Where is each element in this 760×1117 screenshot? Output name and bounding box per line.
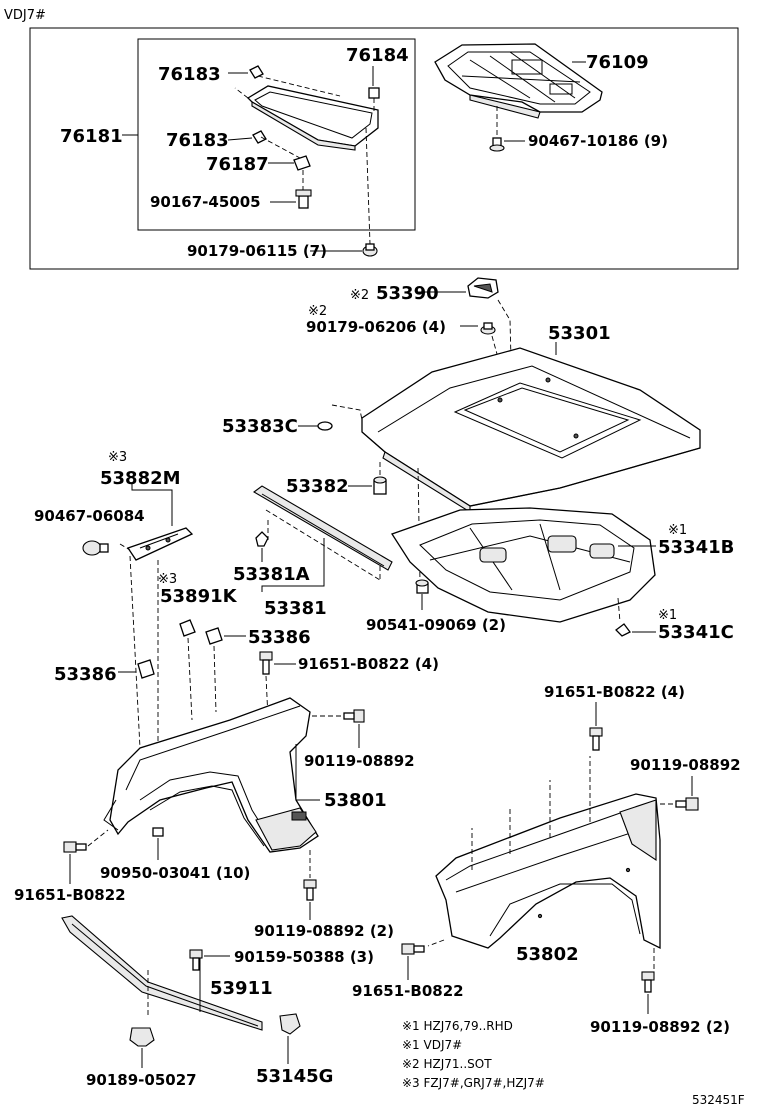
label-90119-08892-left: 90119-08892 bbox=[304, 752, 415, 770]
label-90467-10186: 90467-10186 (9) bbox=[528, 132, 668, 150]
clip-90159-50388-shape bbox=[189, 949, 203, 971]
label-53891k: 53891K bbox=[160, 586, 238, 607]
label-76183-bottom: 76183 bbox=[166, 130, 229, 151]
label-76181: 76181 bbox=[60, 126, 123, 147]
hood-bracket-53390-shape bbox=[467, 277, 499, 299]
clip-90179-06206-shape bbox=[480, 322, 496, 335]
mark-53341b: ※1 bbox=[668, 523, 687, 538]
clip-90950-03041-shape bbox=[152, 827, 164, 837]
label-53390: 53390 bbox=[376, 283, 439, 304]
label-90167-45005: 90167-45005 bbox=[150, 193, 261, 211]
label-90950-03041: 90950-03041 (10) bbox=[100, 864, 250, 882]
label-90467-06084: 90467-06084 bbox=[34, 507, 145, 525]
mark-53341c: ※1 bbox=[658, 608, 677, 623]
label-76183-top: 76183 bbox=[158, 64, 221, 85]
label-53341c: 53341C bbox=[658, 622, 734, 643]
bolt-90119-08892-right-shape bbox=[675, 797, 699, 811]
clip-76184-shape bbox=[368, 87, 380, 99]
label-90119-08892-2-right: 90119-08892 (2) bbox=[590, 1018, 730, 1036]
label-53802: 53802 bbox=[516, 944, 579, 965]
insulator-panel-shape bbox=[246, 85, 379, 151]
label-91651-b0822-4-right: 91651-B0822 (4) bbox=[544, 683, 685, 701]
note-4: ※3 FZJ7#,GRJ7#,HZJ7# bbox=[402, 1076, 545, 1090]
label-53145g: 53145G bbox=[256, 1066, 333, 1087]
note-1: ※1 HZJ76,79..RHD bbox=[402, 1019, 513, 1033]
cushion-90541-09069-shape bbox=[415, 579, 429, 594]
label-91651-b0822-left: 91651-B0822 bbox=[14, 886, 126, 904]
hood-cushion-53383c-shape bbox=[317, 421, 333, 431]
hood-insulator-53341b-shape bbox=[391, 507, 656, 623]
label-53381a: 53381A bbox=[233, 564, 310, 585]
bolt-91651-b0822-right-shape bbox=[589, 727, 603, 751]
fender-apron-53801-shape bbox=[103, 697, 319, 853]
hood-cushion-53382-shape bbox=[373, 476, 387, 495]
label-53386-right: 53386 bbox=[248, 627, 311, 648]
hood-panel-shape bbox=[361, 347, 701, 513]
clip-53341c-shape bbox=[615, 623, 631, 637]
clip-53381a-shape bbox=[255, 531, 269, 547]
label-53386-left: 53386 bbox=[54, 664, 117, 685]
label-90159-50388: 90159-50388 (3) bbox=[234, 948, 374, 966]
front-seal-53911-shape bbox=[61, 915, 263, 1031]
label-53341b: 53341B bbox=[658, 537, 734, 558]
note-3: ※2 HZJ71..SOT bbox=[402, 1057, 492, 1071]
clip-90179-06115-shape bbox=[362, 243, 378, 257]
label-91651-b0822-4-top: 91651-B0822 (4) bbox=[298, 655, 439, 673]
clip-76183-bottom-shape bbox=[252, 130, 267, 144]
right-fender-53802-shape bbox=[435, 793, 661, 950]
label-90189-05027: 90189-05027 bbox=[86, 1071, 197, 1089]
bolt-90167-45005-shape bbox=[295, 189, 312, 209]
bolt-90119-08892-2-right-shape bbox=[641, 971, 655, 993]
label-90119-08892-right: 90119-08892 bbox=[630, 756, 741, 774]
label-53882m: 53882M bbox=[100, 468, 181, 489]
bolt-91651-b0822-top-shape bbox=[259, 651, 273, 675]
bracket-53882m-shape bbox=[126, 527, 194, 561]
label-53383c: 53383C bbox=[222, 416, 298, 437]
model-tag: VDJ7# bbox=[4, 8, 46, 23]
bumper-53386-left-shape bbox=[137, 659, 155, 679]
label-53382: 53382 bbox=[286, 476, 349, 497]
clip-90189-05027-shape bbox=[129, 1027, 155, 1047]
label-90179-06206: 90179-06206 (4) bbox=[306, 318, 446, 336]
bolt-91651-b0822-lower-shape bbox=[401, 943, 425, 955]
clip-90467-06084-shape bbox=[82, 540, 109, 556]
label-76184: 76184 bbox=[346, 45, 409, 66]
label-53381: 53381 bbox=[264, 598, 327, 619]
label-76109: 76109 bbox=[586, 52, 649, 73]
diagram-id: 532451F bbox=[692, 1093, 745, 1107]
bumper-53386-right-shape bbox=[205, 627, 223, 645]
bolt-90119-08892-left-shape bbox=[343, 709, 365, 723]
label-53801: 53801 bbox=[324, 790, 387, 811]
bracket-53891k-shape bbox=[179, 619, 196, 637]
note-2: ※1 VDJ7# bbox=[402, 1038, 462, 1052]
clip-76183-top-shape bbox=[249, 65, 264, 79]
label-76187: 76187 bbox=[206, 154, 269, 175]
engine-under-cover-shape bbox=[434, 43, 603, 119]
vdj7-group-frame bbox=[29, 27, 739, 270]
mark-90179-06206: ※2 bbox=[308, 304, 327, 319]
mark-53891k: ※3 bbox=[158, 572, 177, 587]
retainer-76187-shape bbox=[293, 155, 311, 171]
label-90179-06115: 90179-06115 (7) bbox=[187, 242, 327, 260]
clip-53145g-shape bbox=[279, 1013, 301, 1035]
mark-53882m: ※3 bbox=[108, 450, 127, 465]
label-90119-08892-2-left: 90119-08892 (2) bbox=[254, 922, 394, 940]
label-90541-09069: 90541-09069 (2) bbox=[366, 616, 506, 634]
bolt-90119-08892-2-left-shape bbox=[303, 879, 317, 901]
bolt-90467-10186-shape bbox=[489, 137, 505, 152]
label-53911: 53911 bbox=[210, 978, 273, 999]
mark-53390: ※2 bbox=[350, 288, 369, 303]
label-91651-b0822-lower: 91651-B0822 bbox=[352, 982, 464, 1000]
bolt-91651-b0822-left-shape bbox=[63, 841, 87, 853]
hood-seal-53381-shape bbox=[253, 485, 393, 581]
label-53301: 53301 bbox=[548, 323, 611, 344]
